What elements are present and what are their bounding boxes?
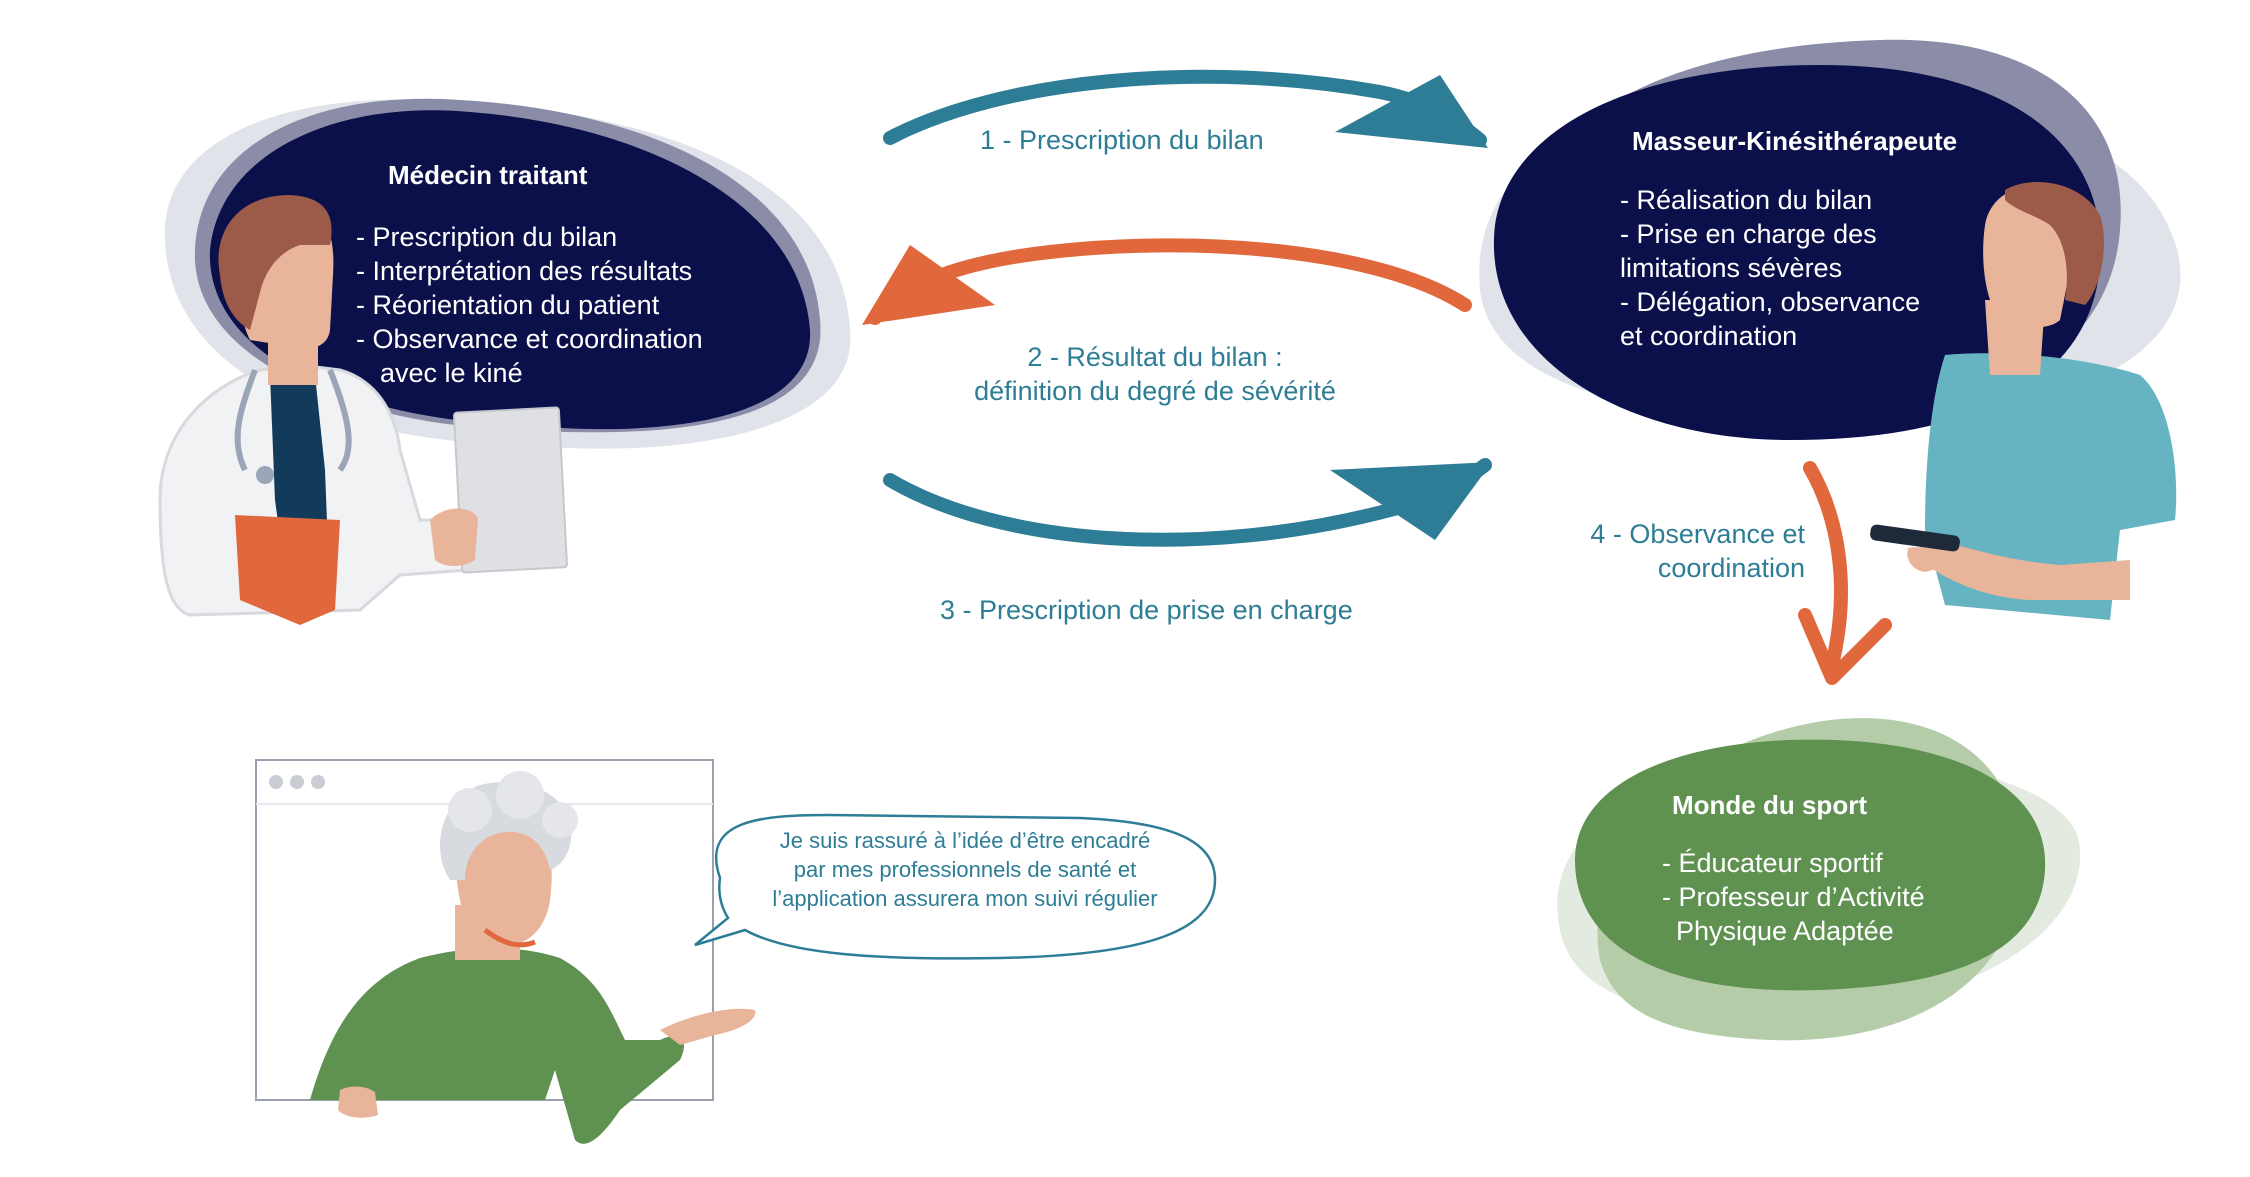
physio-item: limitations sévères	[1620, 253, 1843, 283]
arrow-step4	[1798, 461, 1892, 685]
doctor-item: - Prescription du bilan	[356, 222, 618, 252]
sport-blob	[1557, 718, 2081, 1041]
step2-label: 2 - Résultat du bilan : définition du de…	[965, 340, 1345, 408]
sport-item: - Éducateur sportif	[1662, 848, 1883, 878]
doctor-blob	[164, 98, 851, 449]
physio-item: - Délégation, observance	[1620, 287, 1921, 317]
quote-line: l’application assurera mon suivi régulie…	[772, 886, 1158, 911]
arrow-step3	[883, 458, 1492, 547]
sport-item: - Professeur d’Activité	[1662, 882, 1925, 912]
doctor-item: - Réorientation du patient	[356, 290, 660, 320]
step4-label: 4 - Observance et coordination	[1565, 517, 1805, 585]
doctor-list: - Prescription du bilan - Interprétation…	[356, 220, 703, 390]
physio-illustration	[1870, 182, 2177, 620]
physio-item: - Prise en charge des	[1620, 219, 1877, 249]
doctor-item: avec le kiné	[380, 358, 523, 388]
arrow-step2	[862, 238, 1472, 325]
doctor-item: - Interprétation des résultats	[356, 256, 693, 286]
sport-title: Monde du sport	[1672, 790, 1867, 820]
physio-title: Masseur-Kinésithérapeute	[1632, 126, 1958, 156]
arrow-step1	[883, 69, 1488, 148]
doctor-illustration	[158, 195, 568, 625]
step4-line: coordination	[1657, 553, 1805, 583]
doctor-item: - Observance et coordination	[356, 324, 703, 354]
step2-line: définition du degré de sévérité	[974, 376, 1336, 406]
patient-illustration	[310, 771, 756, 1144]
physio-item: et coordination	[1620, 321, 1798, 351]
doctor-title: Médecin traitant	[388, 160, 588, 190]
quote-line: par mes professionnels de santé et	[793, 857, 1137, 882]
step2-line: 2 - Résultat du bilan :	[1027, 342, 1283, 372]
step1-label: 1 - Prescription du bilan	[980, 125, 1264, 155]
physio-item: - Réalisation du bilan	[1620, 185, 1873, 215]
sport-item: Physique Adaptée	[1676, 916, 1894, 946]
patient-quote: Je suis rassuré à l’idée d’être encadré …	[725, 826, 1205, 913]
quote-line: Je suis rassuré à l’idée d’être encadré	[779, 828, 1151, 853]
sport-list: - Éducateur sportif - Professeur d’Activ…	[1662, 846, 1925, 948]
step4-line: 4 - Observance et	[1590, 519, 1805, 549]
step3-label: 3 - Prescription de prise en charge	[940, 595, 1353, 625]
speech-bubble	[694, 813, 1217, 960]
physio-list: - Réalisation du bilan - Prise en charge…	[1620, 183, 1920, 353]
